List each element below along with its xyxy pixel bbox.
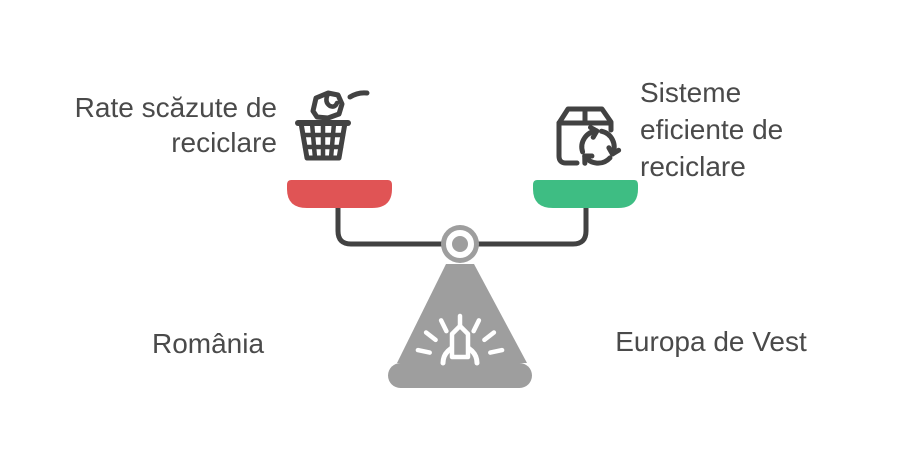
right-cause-label: Sisteme eficiente de reciclare: [640, 77, 784, 182]
left-pan: [287, 180, 392, 208]
scale-base: [388, 363, 532, 388]
left-country-label: România: [151, 328, 265, 359]
indicator-icon: [415, 313, 505, 366]
trash-throw-icon-svg: [295, 90, 370, 161]
balance-scale: [280, 175, 640, 397]
scale-pedestal: [397, 264, 527, 363]
balance-scale-svg: [287, 180, 638, 388]
package-recycle-icon-svg: [556, 106, 622, 166]
recycle-arrows: [579, 125, 622, 166]
right-pan: [533, 180, 638, 208]
package-recycle-icon: [546, 86, 628, 178]
scale-pivot-ring: [446, 230, 474, 258]
right-country-label: Europa de Vest: [615, 326, 807, 357]
left-cause-label: Rate scăzute de reciclare: [74, 92, 277, 158]
trash-throw-icon: [294, 84, 374, 164]
